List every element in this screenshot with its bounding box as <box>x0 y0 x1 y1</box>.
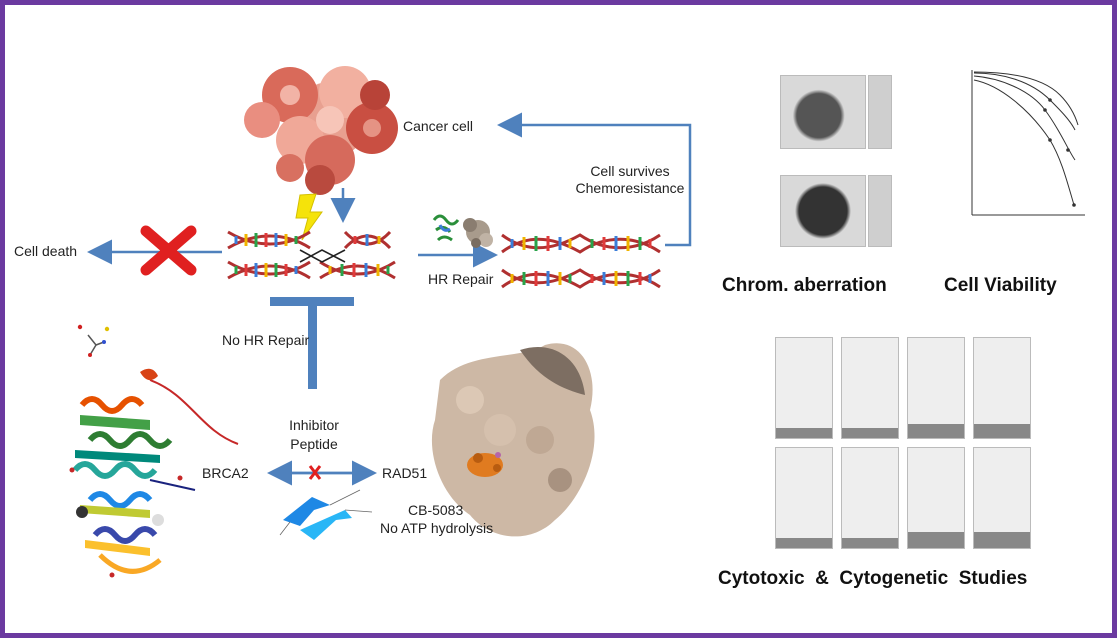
lightning-bolt-icon <box>295 193 323 241</box>
chromosome-spread-image-normal <box>780 75 866 149</box>
rad51-surface-structure <box>431 343 595 537</box>
ligand-molecule-icon <box>77 324 110 357</box>
histogram-panel <box>841 447 899 549</box>
chromosome-zoom-images-defective <box>868 175 892 247</box>
no-atp-hydrolysis-label: No ATP hydrolysis <box>380 520 494 536</box>
cell-death-label: Cell death <box>14 243 78 259</box>
histogram-panel <box>907 447 965 549</box>
brca2-protein-structure <box>69 368 239 578</box>
chrom-aberration-heading: Chrom. aberration <box>722 275 887 296</box>
no-hr-repair-label: No HR Repair <box>222 332 310 348</box>
peptide-label: Peptide <box>290 436 338 452</box>
histogram-panel <box>841 337 899 439</box>
chromosome-zoom-images-normal <box>868 75 892 149</box>
cancer-cell-cluster-icon <box>244 66 398 195</box>
rad51-label: RAD51 <box>382 465 428 481</box>
histogram-panel <box>973 447 1031 549</box>
chromosome-spread-image-defective <box>780 175 866 247</box>
histogram-panel <box>775 447 833 549</box>
cytotoxic-cytogenetic-heading: Cytotoxic & Cytogenetic Studies <box>718 568 1028 589</box>
repaired-dna-helix <box>501 233 661 289</box>
inhibitor-peptide-structure <box>279 489 373 540</box>
cell-viability-heading: Cell Viability <box>944 275 1057 296</box>
histogram-panel <box>973 337 1031 439</box>
inhibition-bar <box>270 297 354 389</box>
chemoresistance-label: Chemoresistance <box>575 180 685 196</box>
damaged-dna-helix <box>227 230 396 280</box>
hr-repair-label: HR Repair <box>428 271 494 287</box>
blocked-x-icon <box>140 225 197 276</box>
cancer-cell-label: Cancer cell <box>403 118 474 134</box>
histogram-panel <box>775 337 833 439</box>
cb5083-label: CB-5083 <box>408 502 464 518</box>
brca2-label: BRCA2 <box>202 465 249 481</box>
arrow-survival-loop <box>497 112 692 247</box>
histogram-panel <box>907 337 965 439</box>
brca2-rad51-interaction-arrow <box>267 460 377 486</box>
cytotoxic-histogram-grid <box>765 325 1045 555</box>
cell-viability-chart <box>971 70 1085 216</box>
hr-repair-proteins-icon <box>432 214 493 248</box>
inhibitor-label: Inhibitor <box>289 417 339 433</box>
cell-survives-label: Cell survives <box>590 163 670 179</box>
